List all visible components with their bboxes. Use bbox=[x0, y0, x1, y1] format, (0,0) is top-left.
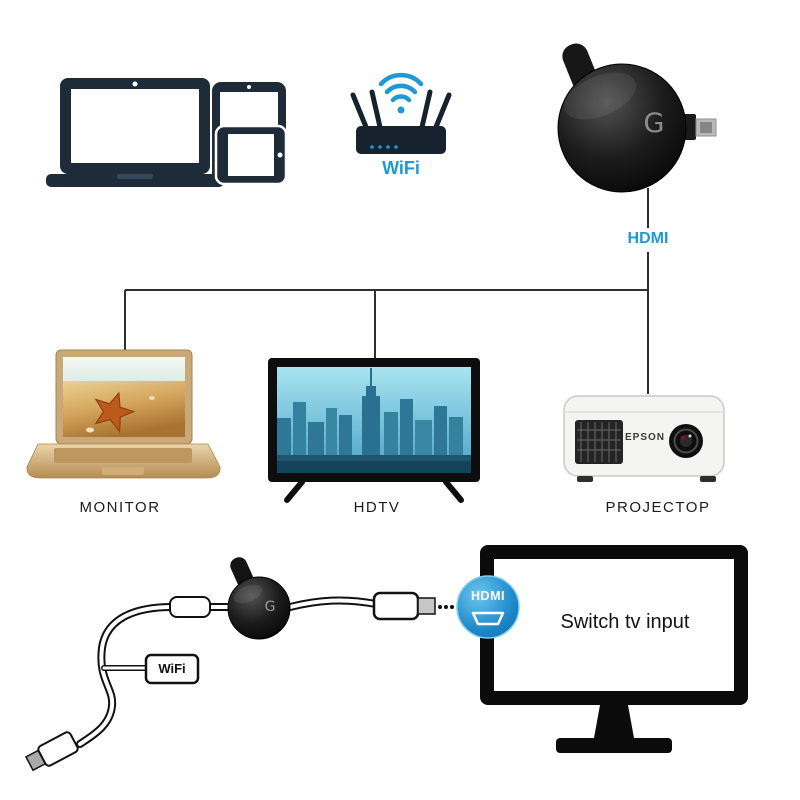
dongle-g-logo-icon: G bbox=[643, 108, 665, 139]
hdtv-label: HDTV bbox=[353, 499, 401, 516]
laptop-icon bbox=[46, 78, 224, 187]
monitor-label: MONITOR bbox=[79, 499, 161, 516]
wifi-tag-box bbox=[144, 653, 200, 685]
usb-plug-icon bbox=[24, 731, 79, 772]
wifi-signal-icon bbox=[378, 72, 424, 114]
phone-icon bbox=[214, 124, 288, 186]
wifi-router-label: WiFi bbox=[382, 158, 420, 178]
wifi-router-icon bbox=[350, 89, 452, 154]
projector-image bbox=[563, 395, 725, 482]
dongle-small-g-logo-icon: G bbox=[264, 599, 276, 615]
hdtv-image bbox=[268, 358, 480, 503]
tv-outline-icon bbox=[480, 545, 748, 753]
projector-brand-label: EPSON bbox=[624, 432, 665, 443]
hdmi-plug-icon bbox=[372, 591, 454, 621]
tv-instruction-text: Switch tv input bbox=[560, 611, 690, 633]
connection-lines bbox=[124, 188, 649, 394]
hdmi-connection-label: HDMI bbox=[627, 230, 669, 247]
hdmi-badge-label: HDMI bbox=[471, 589, 505, 603]
projector-label: PROJECTOP bbox=[605, 499, 711, 516]
monitor-laptop-image bbox=[26, 349, 221, 479]
streaming-dongle-small-icon bbox=[227, 557, 291, 640]
streaming-dongle-icon bbox=[557, 43, 717, 193]
cable-right bbox=[286, 596, 380, 611]
hdmi-badge-icon bbox=[456, 575, 520, 639]
inline-connector-icon bbox=[169, 596, 211, 618]
wifi-cable-tag-label: WiFi bbox=[158, 661, 186, 676]
